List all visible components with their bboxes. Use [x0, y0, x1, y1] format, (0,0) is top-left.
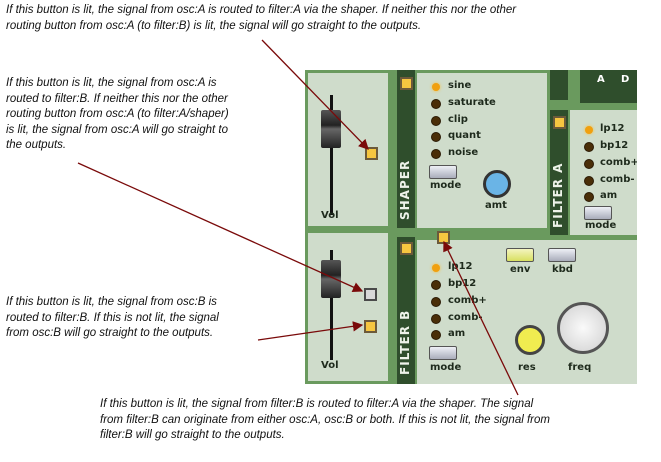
osc-a-vol-fader[interactable]: [321, 110, 341, 148]
shaper-mode-quant: quant: [448, 130, 481, 141]
vol-fader-track: [330, 95, 333, 215]
shaper-mode-label: mode: [430, 180, 462, 191]
kbd-button[interactable]: [548, 248, 576, 262]
note-line: the outputs.: [6, 139, 67, 151]
filter-b-on-button[interactable]: [400, 242, 413, 255]
note-line: from filter:B can originate from either …: [100, 413, 550, 426]
filter-b-mode-lp12: lp12: [448, 261, 473, 272]
filter-b-label-band: [397, 237, 415, 384]
note-line: routed to filter:B. If this is not lit, …: [6, 311, 219, 324]
filter-a-led-comb-minus[interactable]: [585, 177, 593, 185]
synth-panel: Vol Vol SHAPER sine saturate clip quant …: [305, 70, 637, 384]
note-line: from osc:B will go straight to the outpu…: [6, 327, 214, 339]
filter-b-mode-bp12: bp12: [448, 278, 477, 289]
filter-a-mode-bp12: bp12: [600, 140, 629, 151]
filter-a-led-bp12[interactable]: [585, 143, 593, 151]
freq-label: freq: [568, 362, 592, 373]
filter-b-mode-button[interactable]: [429, 346, 457, 360]
note-osc-a-to-shaper: If this button is lit, the signal from o…: [6, 3, 516, 34]
filter-a-mode-comb-minus: comb-: [600, 174, 635, 185]
note-line: If this button is lit, the signal from o…: [6, 77, 217, 89]
osc-b-vol-section: [308, 233, 388, 381]
arrow-osc-a-to-filter-b: [77, 162, 364, 293]
note-line: routing button from osc:A (to filter:B) …: [6, 19, 422, 32]
vol-fader-track: [330, 250, 333, 360]
env-label-a: A: [597, 74, 605, 85]
filter-a-led-comb-plus[interactable]: [585, 160, 593, 168]
shaper-on-button[interactable]: [400, 77, 413, 90]
shaper-amt-label: amt: [485, 200, 507, 211]
kbd-label: kbd: [552, 264, 573, 275]
arrow-osc-b-to-filter-b: [257, 321, 364, 341]
res-knob[interactable]: [515, 325, 545, 355]
osc-b-to-filter-b-button[interactable]: [364, 320, 377, 333]
shaper-led-quant[interactable]: [432, 133, 440, 141]
note-osc-b-to-filter-b: If this button is lit, the signal from o…: [6, 295, 219, 342]
vol-label: Vol: [321, 360, 339, 371]
shaper-led-sine[interactable]: [432, 83, 440, 91]
filter-a-label-band: [550, 110, 568, 235]
filter-b-led-am[interactable]: [432, 331, 440, 339]
filter-b-led-comb-plus[interactable]: [432, 298, 440, 306]
filter-a-led-lp12[interactable]: [585, 126, 593, 134]
filter-b-led-comb-minus[interactable]: [432, 315, 440, 323]
note-line: If this button is lit, the signal from o…: [6, 296, 217, 308]
filter-a-mode-comb-plus: comb+: [600, 157, 637, 168]
filter-b-led-lp12[interactable]: [432, 264, 440, 272]
shaper-led-clip[interactable]: [432, 117, 440, 125]
shaper-label-band: [397, 70, 415, 228]
filter-a-on-button[interactable]: [553, 116, 566, 129]
freq-knob[interactable]: [557, 302, 609, 354]
filter-a-led-am[interactable]: [585, 193, 593, 201]
note-filter-b-to-filter-a: If this button is lit, the signal from f…: [100, 397, 550, 444]
env-label-d: D: [621, 74, 630, 85]
filter-a-mode-am: am: [600, 190, 618, 201]
note-line: routing button from osc:A (to filter:A/s…: [6, 108, 229, 120]
note-line: is lit, the signal from osc:A will go st…: [6, 123, 228, 136]
shaper-mode-clip: clip: [448, 114, 468, 125]
note-line: routed to filter:B. If neither this nor …: [6, 92, 228, 105]
osc-a-to-filter-b-button[interactable]: [364, 288, 377, 301]
shaper-amt-knob[interactable]: [483, 170, 511, 198]
shaper-mode-noise: noise: [448, 147, 479, 158]
shaper-mode-saturate: saturate: [448, 97, 496, 108]
arrow-filter-b-to-filter-a: [443, 240, 519, 396]
shaper-led-saturate[interactable]: [432, 100, 440, 108]
res-label: res: [518, 362, 536, 373]
filter-a-mode-label: mode: [585, 220, 617, 231]
filter-b-led-bp12[interactable]: [432, 281, 440, 289]
osc-b-vol-fader[interactable]: [321, 260, 341, 298]
filter-a-mode-button[interactable]: [584, 206, 612, 220]
shaper-mode-button[interactable]: [429, 165, 457, 179]
filter-band-top: [550, 70, 568, 100]
filter-a-mode-lp12: lp12: [600, 123, 625, 134]
note-line: If this button is lit, the signal from o…: [6, 4, 517, 16]
filter-b-mode-comb-plus: comb+: [448, 295, 487, 306]
envelope-box: [580, 70, 637, 103]
env-button[interactable]: [506, 248, 534, 262]
filter-b-mode-am: am: [448, 328, 466, 339]
vol-label: Vol: [321, 210, 339, 221]
filter-b-mode-label: mode: [430, 362, 462, 373]
shaper-mode-sine: sine: [448, 80, 472, 91]
note-line: If this button is lit, the signal from f…: [100, 398, 534, 410]
arrow-osc-a-to-shaper: [261, 39, 369, 150]
osc-a-to-shaper-button[interactable]: [365, 147, 378, 160]
note-line: filter:B will go straight to the outputs…: [100, 429, 285, 441]
env-label: env: [510, 264, 531, 275]
shaper-led-noise[interactable]: [432, 150, 440, 158]
filter-b-mode-comb-minus: comb-: [448, 312, 483, 323]
note-osc-a-to-filter-b: If this button is lit, the signal from o…: [6, 76, 229, 154]
